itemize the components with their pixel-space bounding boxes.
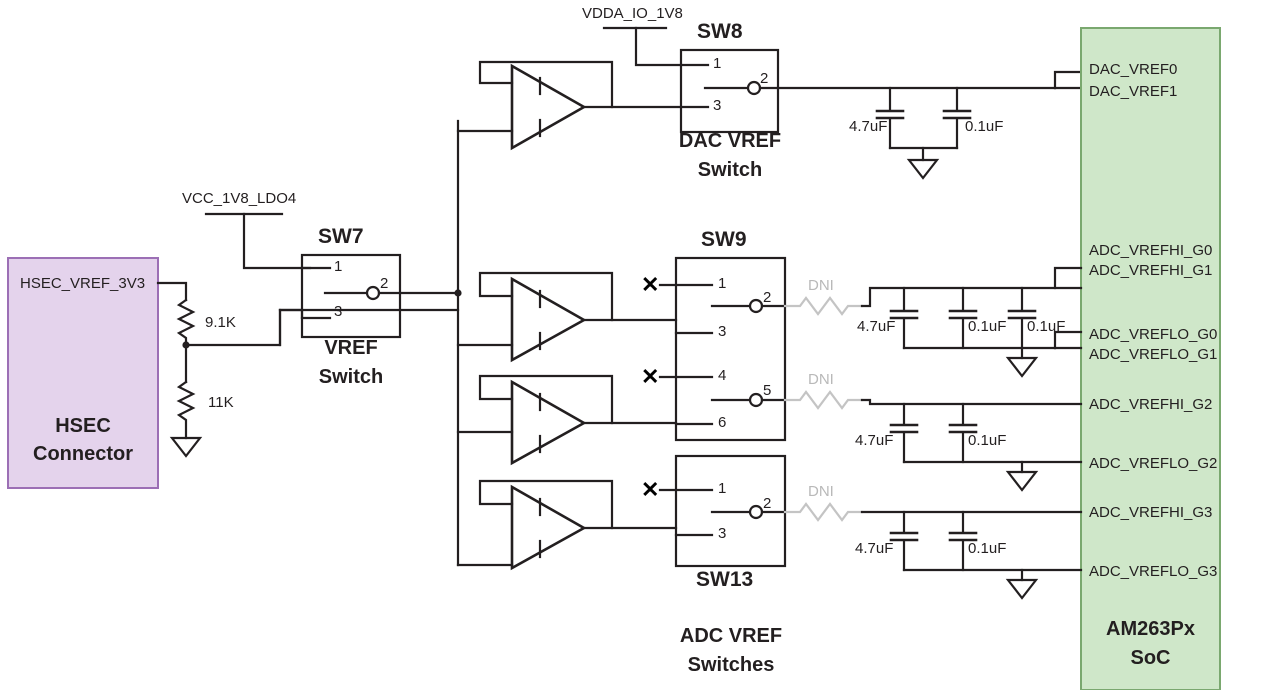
net-label-hsec-vref: HSEC_VREF_3V3: [20, 275, 146, 292]
cap-value-dac-0u1: 0.1uF: [965, 118, 1004, 135]
sw7-pin-1: 1: [334, 258, 343, 275]
switch-ref-sw9: SW9: [701, 228, 747, 251]
sw7-pin-3: 3: [334, 303, 343, 320]
sw7-caption-line1: VREF: [324, 337, 378, 359]
sw8-caption-line1: DAC VREF: [678, 130, 782, 152]
cap-value-g2-4u7: 4.7uF: [855, 432, 894, 449]
cap-value-dac-4u7: 4.7uF: [849, 118, 888, 135]
cap-value-g01-0u1-b: 0.1uF: [1027, 318, 1066, 335]
sw8-pin-3: 3: [713, 97, 722, 114]
soc-pin-dac-vref0: DAC_VREF0: [1089, 61, 1178, 78]
sw9-pin-6: 6: [718, 414, 727, 431]
sw8-caption-line2: Switch: [697, 159, 763, 181]
no-connect-x-sw13-pin1: ✕: [641, 477, 660, 502]
sw8-pin-2: 2: [760, 70, 769, 87]
sw9-pin-4: 4: [718, 367, 727, 384]
soc-block-title-line2: SoC: [1130, 647, 1171, 669]
sw13-pin-2: 2: [763, 495, 772, 512]
cap-value-g01-4u7: 4.7uF: [857, 318, 896, 335]
soc-pin-adc-vrefhi-g3: ADC_VREFHI_G3: [1089, 504, 1213, 521]
sw9-pin-1: 1: [718, 275, 727, 292]
soc-pin-dac-vref1: DAC_VREF1: [1089, 83, 1178, 100]
switch-ref-sw8: SW8: [697, 20, 743, 43]
sw9-pin-5: 5: [763, 382, 772, 399]
dni-label-3: DNI: [808, 483, 834, 500]
soc-pin-adc-vreflo-g1: ADC_VREFLO_G1: [1089, 346, 1218, 363]
soc-pin-adc-vrefhi-g1: ADC_VREFHI_G1: [1089, 262, 1213, 279]
switch-ref-sw13: SW13: [696, 568, 754, 591]
sw7-pin-2: 2: [380, 275, 389, 292]
soc-pin-adc-vreflo-g0: ADC_VREFLO_G0: [1089, 326, 1218, 343]
dni-label-2: DNI: [808, 371, 834, 388]
hsec-block-title-line2: Connector: [33, 443, 133, 465]
net-label-vcc-1v8-ldo4: VCC_1V8_LDO4: [182, 190, 297, 207]
cap-value-g2-0u1: 0.1uF: [968, 432, 1007, 449]
cap-value-g01-0u1-a: 0.1uF: [968, 318, 1007, 335]
no-connect-x-sw9-pin4: ✕: [641, 364, 660, 389]
sw7-caption-line2: Switch: [318, 366, 384, 388]
resistor-value-11k: 11K: [208, 394, 234, 411]
net-label-vdda-io-1v8: VDDA_IO_1V8: [582, 5, 683, 22]
sw13-pin-3: 3: [718, 525, 727, 542]
soc-pin-adc-vreflo-g3: ADC_VREFLO_G3: [1089, 563, 1218, 580]
no-connect-x-sw9-pin1: ✕: [641, 272, 660, 297]
resistor-value-9k1: 9.1K: [205, 314, 236, 331]
adc-switch-group-caption-line1: ADC VREF: [679, 625, 783, 647]
dni-label-1: DNI: [808, 277, 834, 294]
soc-block-title-line1: AM263Px: [1106, 618, 1195, 640]
soc-pin-adc-vreflo-g2: ADC_VREFLO_G2: [1089, 455, 1218, 472]
sw9-pin-2: 2: [763, 289, 772, 306]
sw13-pin-1: 1: [718, 480, 727, 497]
adc-switch-group-caption-line2: Switches: [687, 654, 775, 676]
hsec-block-title-line1: HSEC: [55, 415, 111, 437]
soc-pin-adc-vrefhi-g0: ADC_VREFHI_G0: [1089, 242, 1213, 259]
sw8-pin-1: 1: [713, 55, 722, 72]
cap-value-g3-0u1: 0.1uF: [968, 540, 1007, 557]
cap-value-g3-4u7: 4.7uF: [855, 540, 894, 557]
sw9-pin-3: 3: [718, 323, 727, 340]
switch-ref-sw7: SW7: [318, 225, 364, 248]
soc-pin-adc-vrefhi-g2: ADC_VREFHI_G2: [1089, 396, 1213, 413]
